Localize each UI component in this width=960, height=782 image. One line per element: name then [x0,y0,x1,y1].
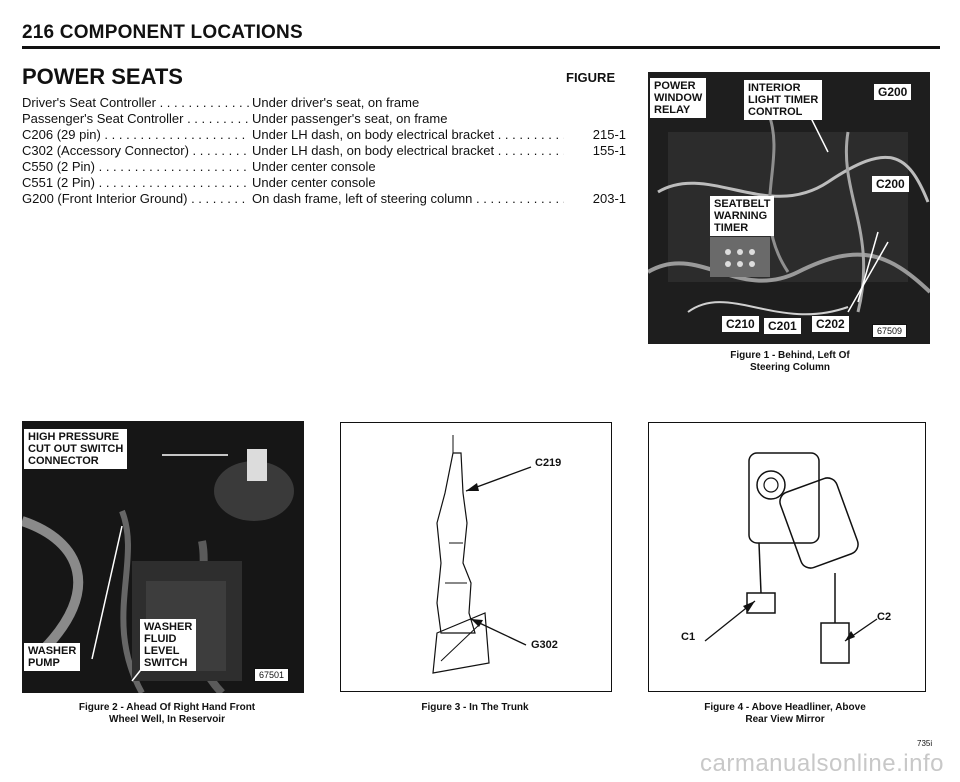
figure-3-caption: Figure 3 - In The Trunk [421,702,529,713]
component-name: Driver's Seat Controller [22,95,250,111]
table-row: C551 (2 Pin) Under center console [22,175,632,191]
page-code: 735i [917,739,933,748]
figure-column-heading: FIGURE [566,70,616,85]
figure-2-photo: HIGH PRESSURE CUT OUT SWITCH CONNECTOR W… [22,421,304,693]
figure-2-caption: Figure 2 - Ahead Of Right Hand Front Whe… [78,702,256,725]
washer-fluid-level-switch-label: WASHER FLUID LEVEL SWITCH [140,619,197,671]
section-title: POWER SEATS [22,64,183,89]
watermark: carmanualsonline.info [700,750,944,777]
c202-label: C202 [812,316,849,332]
interior-light-timer-label: INTERIOR LIGHT TIMER CONTROL [744,80,823,120]
g200-label: G200 [874,84,912,100]
cutout-switch-connector-label: HIGH PRESSURE CUT OUT SWITCH CONNECTOR [24,429,128,469]
figure-1-caption: Figure 1 - Behind, Left Of Steering Colu… [730,350,850,373]
table-row: G200 (Front Interior Ground) On dash fra… [22,191,632,207]
c2-label: C2 [877,611,892,623]
component-name: C206 (29 pin) [22,127,250,143]
figure-4-drawing: C1 C2 [648,422,926,692]
figure-1-photo: POWER WINDOW RELAY INTERIOR LIGHT TIMER … [648,72,930,344]
table-row: C206 (29 pin) Under LH dash, on body ele… [22,127,632,143]
trunk-connector-drawing [432,435,532,674]
page-title: 216 COMPONENT LOCATIONS [22,22,303,43]
power-window-relay-label: POWER WINDOW RELAY [650,78,707,118]
component-location-table: Driver's Seat Controller Under driver's … [22,95,632,207]
figure-3-drawing: C219 G302 [340,422,612,692]
headliner-motor-drawing [704,452,878,664]
component-name: Passenger's Seat Controller [22,111,250,127]
component-location: Under center console [252,175,564,191]
component-name: G200 (Front Interior Ground) [22,191,250,207]
component-location: Under LH dash, on body electrical bracke… [252,143,564,159]
washer-pump-label: WASHER PUMP [24,643,81,671]
component-location: On dash frame, left of steering column [252,191,564,207]
c210-label: C210 [722,316,759,332]
component-name: C551 (2 Pin) [22,175,250,191]
component-figure: 155-1 [592,143,626,158]
c219-label: C219 [535,457,562,469]
table-row: C550 (2 Pin) Under center console [22,159,632,175]
component-figure: 215-1 [592,127,626,142]
c1-label: C1 [681,631,696,643]
component-location: Under center console [252,159,564,175]
c200-label: C200 [872,176,909,192]
table-row: Driver's Seat Controller Under driver's … [22,95,632,111]
figure-2-reference-number: 67501 [254,668,290,682]
component-name: C550 (2 Pin) [22,159,250,175]
component-figure: 203-1 [592,191,626,206]
header-rule [22,46,940,49]
g302-label: G302 [531,639,558,651]
component-location: Under passenger's seat, on frame [252,111,564,127]
component-name: C302 (Accessory Connector) [22,143,250,159]
c201-label: C201 [764,318,801,334]
page-header: 216 COMPONENT LOCATIONS [22,22,940,44]
component-location: Under driver's seat, on frame [252,95,564,111]
figure-4-caption: Figure 4 - Above Headliner, Above Rear V… [704,702,866,725]
table-row: C302 (Accessory Connector) Under LH dash… [22,143,632,159]
seatbelt-timer-label: SEATBELT WARNING TIMER [710,196,775,236]
figure-1-reference-number: 67509 [872,324,908,338]
table-row: Passenger's Seat Controller Under passen… [22,111,632,127]
component-location: Under LH dash, on body electrical bracke… [252,127,564,143]
